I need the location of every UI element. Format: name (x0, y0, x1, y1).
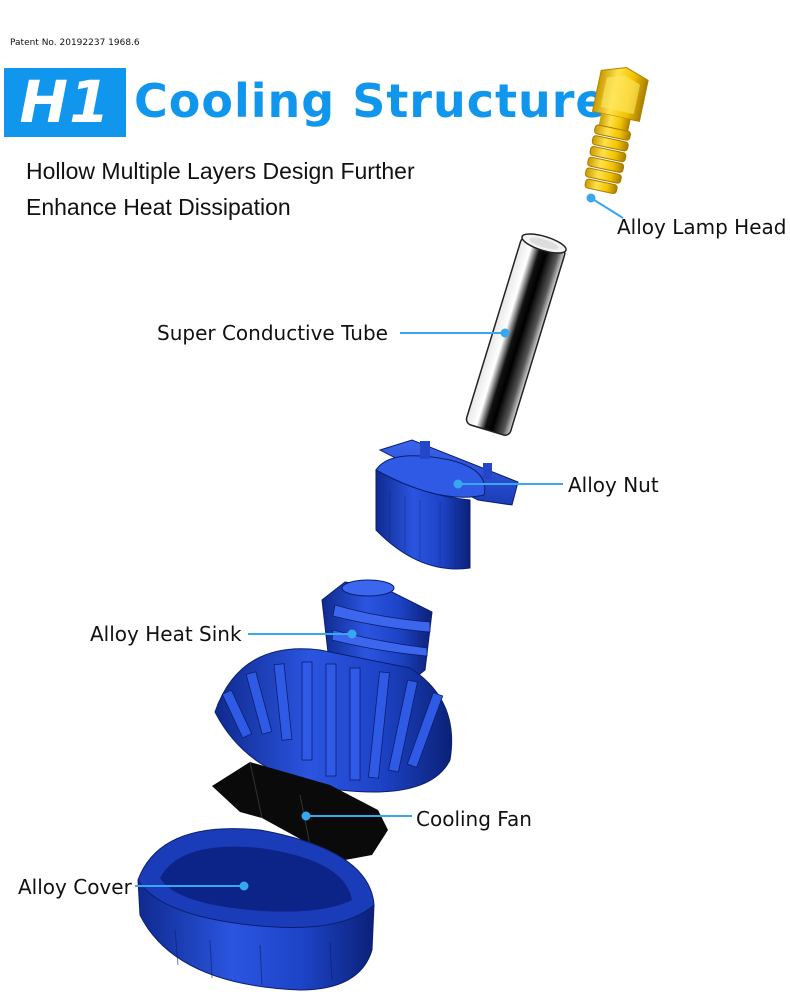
subtitle: Hollow Multiple Layers Design Further En… (26, 153, 415, 225)
label-alloy-lamp-head: Alloy Lamp Head (617, 215, 787, 239)
subtitle-line-2: Enhance Heat Dissipation (26, 194, 291, 220)
h1-badge: H1 (4, 68, 126, 137)
subtitle-line-1: Hollow Multiple Layers Design Further (26, 158, 415, 184)
label-alloy-heat-sink: Alloy Heat Sink (90, 622, 242, 646)
alloy-lamp-head-part (584, 66, 649, 195)
leader-line-lamp-head (590, 197, 624, 219)
label-alloy-nut: Alloy Nut (568, 473, 659, 497)
patent-number: Patent No. 20192237 1968.6 (10, 38, 140, 48)
alloy-nut-part (375, 439, 519, 570)
label-cooling-fan: Cooling Fan (416, 807, 532, 831)
label-super-conductive-tube: Super Conductive Tube (157, 321, 388, 345)
super-conductive-tube-part (465, 233, 567, 436)
label-alloy-cover: Alloy Cover (18, 875, 132, 899)
page-title: Cooling Structure (134, 74, 608, 128)
alloy-cover-part (137, 828, 375, 991)
alloy-heat-sink-part (214, 579, 453, 793)
